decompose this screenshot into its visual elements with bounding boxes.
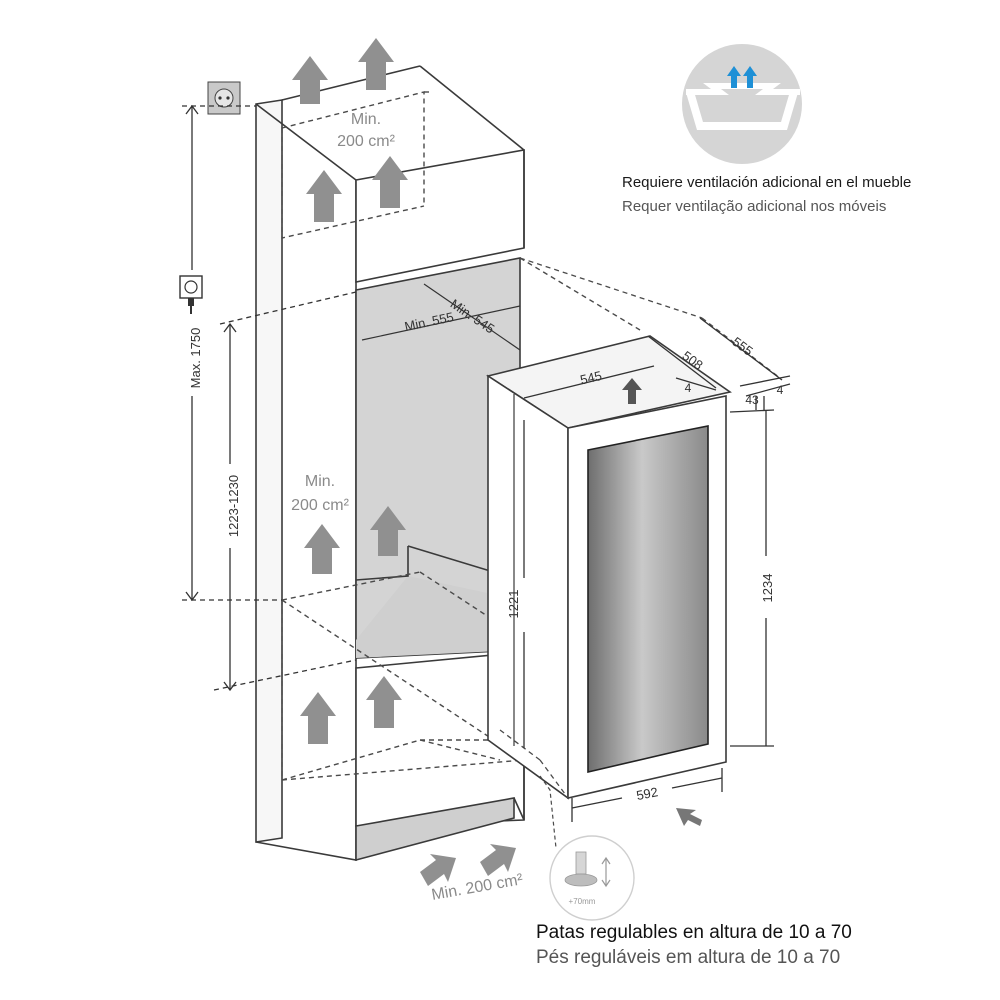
dim-545-label: 545 [579,368,604,387]
vent-top-label-2: 200 cm² [337,133,395,150]
dim-555-label: 555 [729,334,755,359]
ventilation-caption-pt: Requer ventilação adicional nos móveis [622,198,887,215]
airflow-arrow-icon [366,676,402,728]
unit-side-face [487,374,569,800]
max-height-label: Max. 1750 [188,328,203,389]
unit-door-glass [587,425,709,774]
wall-socket-icon [207,81,241,115]
feet-caption-pt: Pés reguláveis em altura de 10 a 70 [536,947,841,968]
airflow-arrows [292,38,516,886]
airflow-arrow-icon [306,170,342,222]
niche-height-dimension [213,291,357,692]
niche-floor-shade [356,576,520,658]
dim-4-label: 4 [685,381,692,395]
plug-icon [179,275,203,314]
direction-arrow-icon [676,808,702,826]
airflow-arrow-icon [743,66,757,88]
airflow-arrow-icon [420,854,456,886]
dim-43-label: 43 [745,393,759,407]
niche-height-label: 1223-1230 [226,475,241,537]
airflow-arrow-icon [727,66,741,88]
ventilation-circle-icon [682,44,802,164]
unit-dimension-lines [523,317,791,822]
airflow-arrow-icon [480,844,516,876]
airflow-arrow-icon [372,156,408,208]
adjustable-feet-icon: +70mm [549,835,635,921]
plinth [355,797,515,862]
vent-top-label-1: Min. [351,111,381,128]
airflow-arrow-icon [304,524,340,574]
wine-cooler-unit [486,335,732,800]
dim-592-label: 592 [635,784,659,803]
vent-mid-label-2: 200 cm² [291,497,349,514]
airflow-arrow-icon [370,506,406,556]
ventilation-caption-es: Requiere ventilación adicional en el mue… [622,174,912,191]
vent-mid-label-1: Min. [305,473,335,490]
niche-min-lines [361,283,521,351]
airflow-arrow-icon [292,56,328,104]
dim-4b-label: 4 [777,383,784,397]
max-height-dimension [182,104,282,602]
dim-1221-label: 1221 [506,590,521,619]
up-arrow-icon [622,378,642,404]
feet-leader-line [539,775,557,849]
dim-1234-label: 1234 [760,574,775,603]
feet-caption-es: Patas regulables en altura de 10 a 70 [536,922,852,943]
cabinet-side-panel [255,99,283,843]
airflow-arrow-icon [300,692,336,744]
vent-bottom-label: Min. 200 cm² [430,871,525,904]
airflow-arrow-icon [358,38,394,90]
feet-scale-label: +70mm [569,897,596,906]
